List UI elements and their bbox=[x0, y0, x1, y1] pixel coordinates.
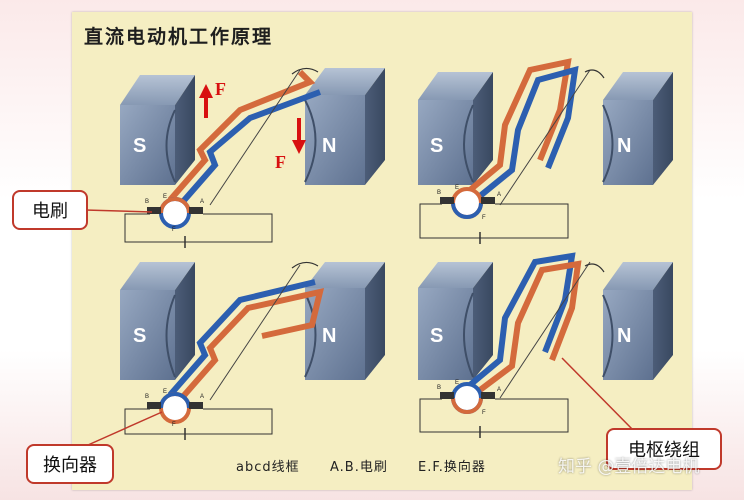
terminal-label-e: E bbox=[455, 380, 459, 386]
north-pole-label: N bbox=[322, 135, 336, 157]
brush-b bbox=[440, 392, 454, 399]
legend-commutator: E.F.换向器 bbox=[418, 460, 486, 475]
diagram-title: 直流电动机工作原理 bbox=[84, 26, 274, 48]
callout-armature: 电枢绕组 bbox=[606, 428, 722, 470]
south-magnet: S bbox=[418, 72, 493, 185]
coil-blue-side bbox=[478, 65, 579, 199]
terminal-label-f: F bbox=[482, 215, 486, 221]
callout-brush: 电刷 bbox=[12, 190, 88, 230]
brush-b bbox=[147, 402, 161, 409]
callout-line-commutator bbox=[87, 411, 163, 446]
callout-line-armature bbox=[561, 357, 636, 433]
commutator-segment bbox=[451, 397, 483, 414]
north-pole-label: N bbox=[617, 135, 631, 157]
commutator-segment bbox=[159, 197, 191, 214]
terminal-label-e: E bbox=[163, 194, 167, 200]
terminal-label-a: A bbox=[200, 199, 204, 205]
south-pole-label: S bbox=[430, 135, 443, 157]
terminal-label-f: F bbox=[172, 227, 176, 233]
external-circuit bbox=[124, 213, 273, 243]
rotation-arrow bbox=[584, 69, 605, 79]
brush-a bbox=[481, 197, 495, 204]
rotation-axis bbox=[499, 69, 591, 206]
brush-a bbox=[189, 207, 203, 214]
terminal-label-e: E bbox=[163, 389, 167, 395]
commutator-segment bbox=[159, 392, 191, 409]
south-pole-label: S bbox=[430, 325, 443, 347]
coil-orange-side bbox=[177, 288, 325, 402]
terminal-label-e: E bbox=[455, 185, 459, 191]
callout-commutator: 换向器 bbox=[26, 444, 114, 484]
motor-view-3: S N B A E F bbox=[120, 261, 385, 440]
south-pole-label: S bbox=[133, 325, 146, 347]
motor-view-1: S N B A E F F F bbox=[120, 67, 385, 248]
terminal-label-b: B bbox=[437, 385, 441, 391]
force-arrow-down: F bbox=[275, 118, 306, 172]
brush-a bbox=[481, 392, 495, 399]
coil-orange-side bbox=[468, 58, 572, 193]
north-magnet: N bbox=[304, 262, 385, 380]
coil-orange-side bbox=[167, 69, 316, 202]
watermark-text: 知乎 @壹倍达电机 bbox=[558, 457, 700, 477]
motor-view-2: S N B A E F bbox=[418, 58, 673, 244]
north-pole-label: N bbox=[617, 325, 631, 347]
legend-coil: abcd线框 bbox=[236, 460, 300, 475]
force-label-down: F bbox=[275, 152, 286, 172]
motor-view-4: S N B A E F bbox=[418, 252, 673, 438]
rotation-arrow bbox=[584, 263, 605, 273]
brush-b bbox=[147, 207, 161, 214]
north-magnet: N bbox=[304, 68, 385, 185]
external-circuit bbox=[419, 398, 569, 433]
north-magnet: N bbox=[602, 72, 673, 185]
south-magnet: S bbox=[120, 75, 195, 185]
force-arrow-up: F bbox=[199, 79, 226, 118]
callout-line-brush bbox=[84, 209, 153, 213]
terminal-label-a: A bbox=[200, 394, 204, 400]
coil-blue-side bbox=[167, 279, 316, 397]
south-pole-label: S bbox=[133, 135, 146, 157]
north-pole-label: N bbox=[322, 325, 336, 347]
terminal-label-b: B bbox=[145, 199, 149, 205]
rotation-arrow bbox=[291, 67, 319, 75]
terminal-label-a: A bbox=[497, 192, 501, 198]
rotation-axis bbox=[209, 264, 301, 401]
terminal-label-f: F bbox=[482, 410, 486, 416]
south-magnet: S bbox=[120, 262, 195, 380]
terminal-label-a: A bbox=[497, 387, 501, 393]
commutator-segment bbox=[451, 202, 483, 219]
external-circuit bbox=[124, 408, 273, 435]
external-circuit bbox=[419, 203, 569, 239]
terminal-label-b: B bbox=[145, 394, 149, 400]
force-label-up: F bbox=[215, 79, 226, 99]
legend-brush: A.B.电刷 bbox=[330, 460, 388, 475]
south-magnet: S bbox=[418, 262, 493, 380]
brush-b bbox=[440, 197, 454, 204]
rotation-axis bbox=[499, 261, 591, 399]
coil-orange-side bbox=[478, 260, 582, 393]
terminal-label-b: B bbox=[437, 190, 441, 196]
north-magnet: N bbox=[602, 262, 673, 380]
terminal-label-f: F bbox=[172, 422, 176, 428]
brush-a bbox=[189, 402, 203, 409]
rotation-axis bbox=[209, 69, 301, 206]
rotation-arrow bbox=[291, 261, 319, 269]
